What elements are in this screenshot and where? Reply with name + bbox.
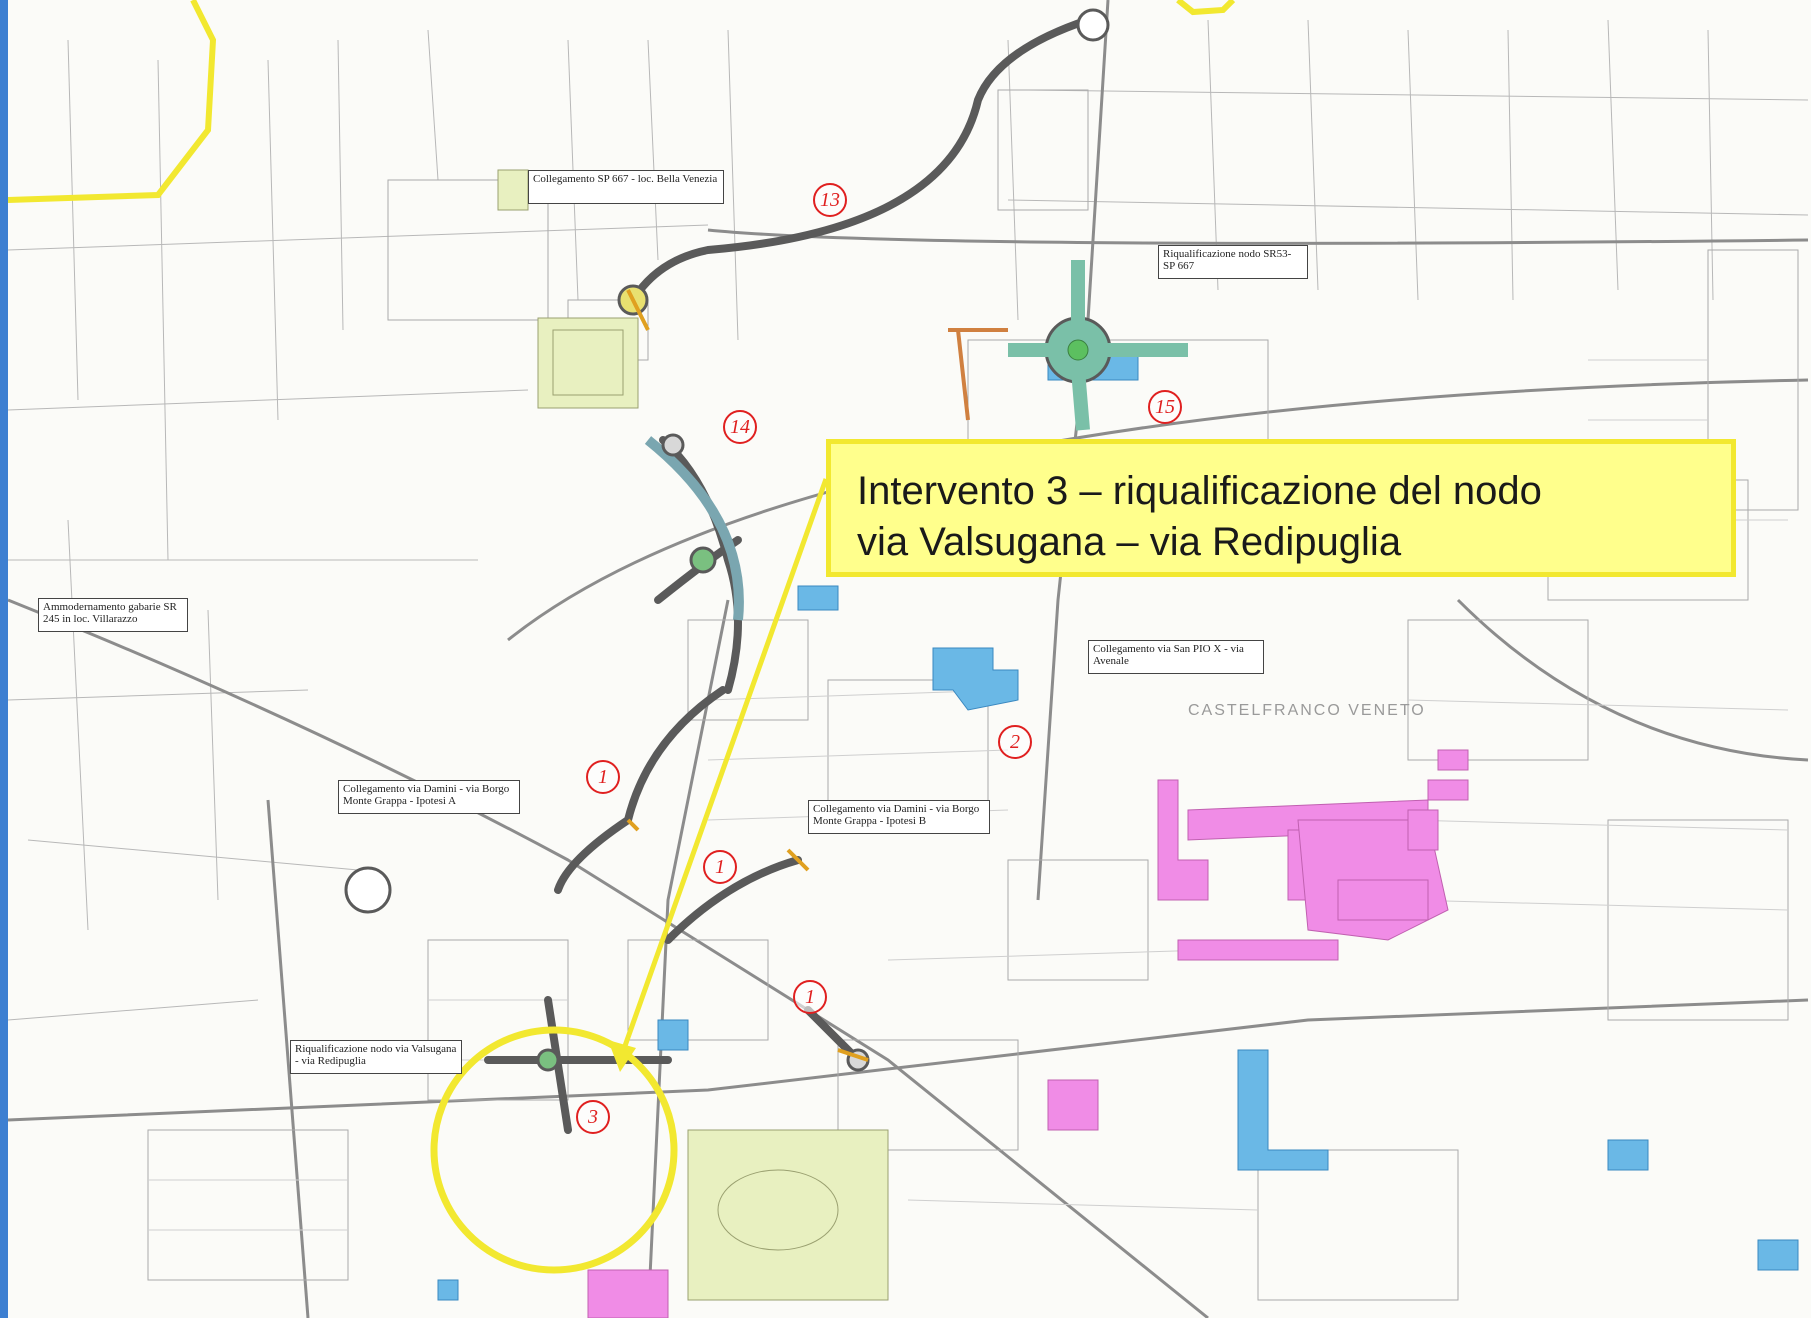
- intervention-number-1a: 1: [586, 760, 620, 794]
- green-area-collegamento: [497, 169, 529, 211]
- label-ammodernamento-sr245: Ammodernamento gabarie SR 245 in loc. Vi…: [38, 598, 188, 632]
- town-name-label: CASTELFRANCO VENETO: [1188, 702, 1426, 719]
- roundabouts: [344, 8, 1188, 1072]
- intervention-number-2: 2: [998, 725, 1032, 759]
- intervention-number-14: 14: [723, 410, 757, 444]
- hospital-area: [587, 749, 1469, 1318]
- field-parcels: [8, 19, 1809, 1021]
- label-riqualificazione-valsugana: Riqualificazione nodo via Valsugana - vi…: [290, 1040, 462, 1074]
- intervention-number-1c: 1: [793, 980, 827, 1014]
- sports-area-south: [687, 1129, 889, 1301]
- label-collegamento-pio-x: Collegamento via San PIO X - via Avenale: [1088, 640, 1264, 674]
- intervention-number-1b: 1: [703, 850, 737, 884]
- intervention-number-13: 13: [813, 183, 847, 217]
- ring-road-bypass: [644, 436, 744, 621]
- highlight-circle-intervention-3: [430, 1026, 678, 1274]
- label-collegamento-sp667: Collegamento SP 667 - loc. Bella Venezia: [528, 170, 724, 204]
- map-graphics: [8, 0, 1809, 1318]
- callout-line-2: via Valsugana – via Redipuglia: [857, 520, 1402, 564]
- municipal-boundary-north: [1176, 0, 1236, 16]
- sports-area-north: [537, 317, 639, 409]
- map-canvas: Collegamento SP 667 - loc. Bella Venezia…: [8, 0, 1811, 1318]
- intervention-number-3: 3: [576, 1100, 610, 1134]
- label-collegamento-dante-a: Collegamento via Damini - via Borgo Mont…: [338, 780, 520, 814]
- intervention-number-15: 15: [1148, 390, 1182, 424]
- callout-line-1: Intervento 3 – riqualificazione del nodo: [857, 469, 1542, 513]
- municipal-boundary-west: [8, 0, 217, 203]
- label-riqualificazione-sr53: Riqualificazione nodo SR53-SP 667: [1158, 245, 1308, 279]
- label-collegamento-dante-b: Collegamento via Damini - via Borgo Mont…: [808, 800, 990, 834]
- orange-segments: [626, 289, 1008, 1062]
- intervention-callout: Intervento 3 – riqualificazione del nodo…: [826, 439, 1736, 577]
